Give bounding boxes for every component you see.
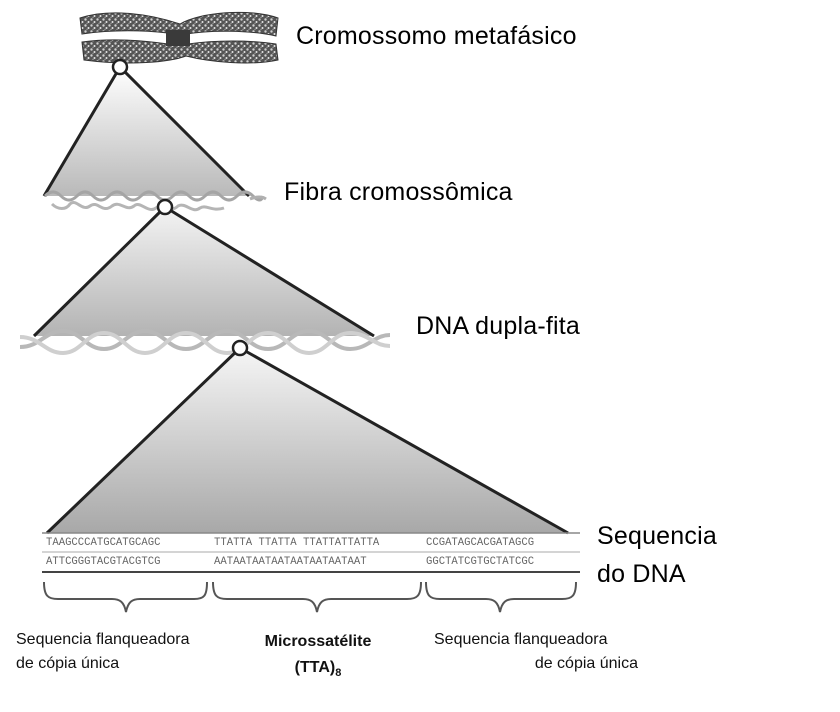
sequence-top-microsatellite: TTATTA TTATTA TTATTATTATTA <box>214 537 380 549</box>
brace-right-flanking <box>425 581 577 613</box>
caption-microsatellite-unit: (TTA) <box>294 659 336 676</box>
sequence-bottom-microsatellite: AATAATAATAATAATAATAATAAT <box>214 556 367 568</box>
label-dna-sequence-line1: Sequencia <box>597 522 717 550</box>
zoom-triangle-2 <box>32 198 375 338</box>
label-dna-sequence-line2: do DNA <box>597 560 686 588</box>
sequence-bottom-left-flank: ATTCGGGTACGTACGTCG <box>46 556 161 568</box>
caption-right-flanking-line2: de cópia única <box>534 655 638 672</box>
caption-microsatellite-line1: Microssatélite <box>264 633 372 650</box>
caption-right-flanking-line1: Sequencia flanqueadora <box>434 631 608 648</box>
label-dna-double-strand: DNA dupla-fita <box>416 312 580 340</box>
label-metaphase-chromosome: Cromossomo metafásico <box>296 22 577 50</box>
sequence-top-left-flank: TAAGCCCATGCATGCAGC <box>46 537 161 549</box>
caption-left-flanking-line1: Sequencia flanqueadora <box>16 631 190 648</box>
sequence-top-right-flank: CCGATAGCACGATAGCG <box>426 537 535 549</box>
sequence-box-lines <box>42 532 580 573</box>
zoom-triangle-3 <box>45 339 569 535</box>
zoom-triangle-1 <box>42 58 251 198</box>
label-chromatin-fiber: Fibra cromossômica <box>284 178 513 206</box>
caption-left-flanking-line2: de cópia única <box>16 655 120 672</box>
metaphase-chromosome-image <box>79 11 279 64</box>
dna-double-helix-image <box>19 328 391 356</box>
brace-microsatellite <box>212 581 422 613</box>
sequence-bottom-right-flank: GGCTATCGTGCTATCGC <box>426 556 535 568</box>
caption-microsatellite-count: 8 <box>335 667 342 680</box>
chromatin-fiber-image <box>43 190 267 212</box>
caption-microsatellite-repeat: (TTA)8 <box>258 656 378 685</box>
brace-left-flanking <box>43 581 208 613</box>
